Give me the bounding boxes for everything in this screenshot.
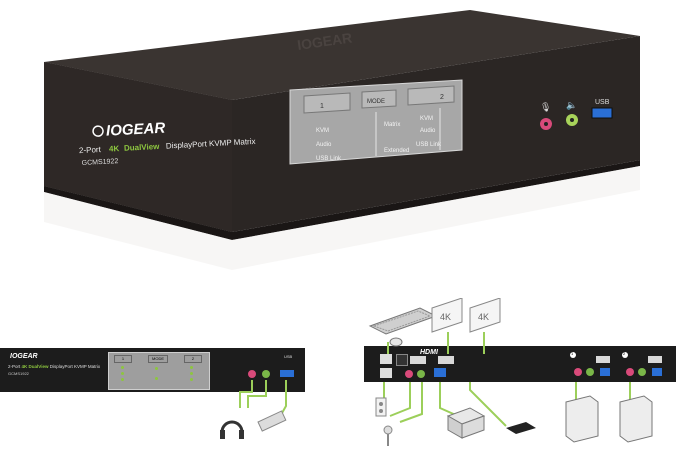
headset-icon <box>220 420 244 433</box>
monitor-left-label: 4K <box>440 312 451 322</box>
front-title-dualview: DualView <box>124 142 161 153</box>
keyboard-icon <box>368 307 438 335</box>
rear-hdmi-port-2[interactable] <box>438 356 454 364</box>
led-1 <box>121 366 124 369</box>
pc2-marker <box>622 352 628 358</box>
computer-1-icon <box>565 395 599 443</box>
front-diagram-brand: IOGEAR <box>10 353 38 360</box>
rear-dc-port[interactable] <box>396 354 408 366</box>
usb-port-front[interactable] <box>591 107 613 119</box>
computer-2-icon <box>619 395 653 443</box>
rear-pc2-usb[interactable] <box>652 368 662 376</box>
front-diagram-btn-1[interactable]: 1 <box>114 355 132 363</box>
led-7 <box>190 372 193 375</box>
led-5 <box>155 377 158 380</box>
speaker-device-icon <box>375 397 387 417</box>
panel-col2-matrix: Matrix <box>384 122 400 128</box>
rear-speaker-jack[interactable] <box>417 370 425 378</box>
led-4 <box>155 367 158 370</box>
panel-col1-audio: Audio <box>316 142 332 148</box>
led-8 <box>190 378 193 381</box>
rear-mic-jack[interactable] <box>405 370 413 378</box>
rear-dp-port-1a[interactable] <box>596 356 610 363</box>
panel-col3-kvm: KVM <box>420 116 433 122</box>
front-diagram-usb-port[interactable] <box>280 370 294 377</box>
rear-hdmi-label: HDMI <box>420 349 438 356</box>
rear-pc1-audio[interactable] <box>586 368 594 376</box>
speaker-icon: 🔈 <box>566 100 577 111</box>
front-diagram-panel <box>108 352 210 390</box>
rear-usb-port-3[interactable] <box>434 368 446 377</box>
front-cables <box>220 380 287 439</box>
rear-pc2-mic[interactable] <box>626 368 634 376</box>
pc1-label: 1 <box>571 351 574 356</box>
mouse-icon <box>389 337 403 347</box>
port-2-button[interactable] <box>407 85 455 106</box>
rear-dp-port-2a[interactable] <box>648 356 662 363</box>
microphone-icon <box>383 425 393 435</box>
port-1-label: 1 <box>320 103 324 110</box>
front-diagram-title: 2-Port 4K DualView DisplayPort KVMP Matr… <box>8 364 101 369</box>
led-6 <box>190 366 193 369</box>
panel-col3-audio: Audio <box>420 128 436 134</box>
rear-usb-port-1[interactable] <box>380 354 392 364</box>
mic-icon: 🎙 <box>540 102 551 112</box>
monitor-right-label: 4K <box>478 312 489 322</box>
front-brand: IOGEAR <box>106 120 166 140</box>
front-diagram: IOGEAR 2-Port 4K DualView DisplayPort KV… <box>0 340 305 450</box>
usb-label-front: USB <box>595 99 610 106</box>
monitor-right-icon <box>469 298 501 333</box>
front-diagram-btn-2[interactable]: 2 <box>184 355 202 363</box>
front-diagram-usb-label: USB <box>284 354 293 359</box>
panel-col1-kvm: KVM <box>316 128 329 134</box>
front-title-4k: 4K <box>109 144 120 154</box>
pc1-marker <box>570 352 576 358</box>
led-3 <box>121 378 124 381</box>
panel-col2-extended: Extended <box>384 148 409 154</box>
pc2-label: 2 <box>623 351 626 356</box>
rear-peripherals: 4K 4K <box>368 298 653 446</box>
rear-pc1-mic[interactable] <box>574 368 582 376</box>
rear-pc2-audio[interactable] <box>638 368 646 376</box>
port-2-label: 2 <box>440 94 444 101</box>
rear-hdmi-port-1[interactable] <box>410 356 426 364</box>
panel-col1-usb: USB Link <box>316 156 342 162</box>
front-title-prefix: 2-Port <box>79 145 102 155</box>
device-top-surface <box>44 10 640 100</box>
iogear-logo-icon <box>92 125 104 137</box>
external-drive-icon <box>506 422 536 434</box>
front-diagram-btn-mode[interactable]: MODE <box>148 355 168 363</box>
rear-usb-port-2[interactable] <box>380 368 392 378</box>
front-diagram-headphone-jack[interactable] <box>262 370 270 378</box>
panel-col3-usb: USB Link <box>416 142 442 148</box>
port-1-button[interactable] <box>303 92 351 114</box>
usb-flash-drive-icon <box>257 410 287 432</box>
front-diagram-model: GCMS1922 <box>8 371 29 376</box>
led-2 <box>121 372 124 375</box>
front-model: GCMS1922 <box>82 158 119 167</box>
mode-button[interactable] <box>361 89 397 109</box>
lid-logo: IOGEAR <box>296 29 353 53</box>
monitor-left-icon <box>431 298 463 333</box>
front-diagram-mic-jack[interactable] <box>248 370 256 378</box>
kvm-device-photo: IOGEAR 1 MODE 2 KVM Audio USB Link Matri… <box>44 10 640 240</box>
mode-label: MODE <box>367 99 385 105</box>
rear-pc1-usb[interactable] <box>600 368 610 376</box>
